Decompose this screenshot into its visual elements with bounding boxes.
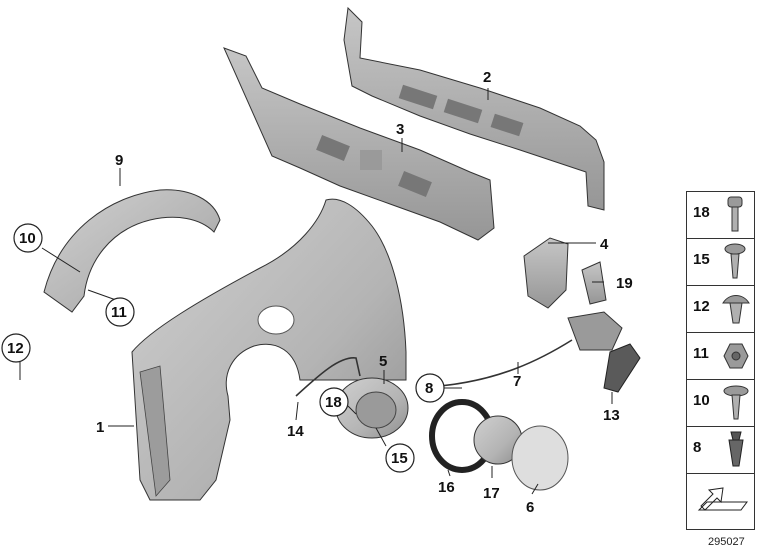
callout-16: 16 [438, 479, 455, 496]
callout-11: 11 [111, 304, 127, 321]
callout-7: 7 [513, 373, 521, 390]
cable-part [439, 339, 573, 387]
fastener-legend: 18 15 12 11 10 8 [686, 191, 755, 530]
callout-13: 13 [603, 407, 620, 424]
callout-8: 8 [425, 380, 433, 397]
legend-label-10: 10 [693, 392, 710, 409]
legend-row-15: 15 [687, 239, 754, 286]
drain-hose-part [295, 357, 361, 397]
wheel-arch-liner-part [43, 189, 221, 313]
legend-label-12: 12 [693, 298, 710, 315]
callout-19: 19 [616, 275, 633, 292]
reinforcement-part [223, 47, 495, 241]
leader-lines [19, 88, 613, 495]
callout-4: 4 [600, 236, 609, 253]
screw-icon [724, 243, 746, 279]
callout-17: 17 [483, 485, 500, 502]
legend-row-8: 8 [687, 427, 754, 474]
nut-icon [723, 343, 749, 369]
lever-part [603, 343, 641, 393]
bracket-19-part [581, 261, 607, 305]
callout-9: 9 [115, 152, 123, 169]
callout-14: 14 [287, 423, 304, 440]
fuel-flap-part [511, 425, 569, 491]
rear-panel-part [343, 6, 605, 211]
legend-row-18: 18 [687, 192, 754, 239]
drawing-number: 295027 [708, 536, 745, 548]
callout-15: 15 [391, 450, 408, 467]
orientation-arrow-icon [697, 487, 748, 511]
callout-10: 10 [19, 230, 36, 247]
bolt-icon [727, 196, 743, 232]
callout-2: 2 [483, 69, 491, 86]
callout-12: 12 [7, 340, 24, 357]
legend-label-18: 18 [693, 204, 710, 221]
bracket-4-part [523, 237, 569, 309]
expanding-rivet-icon [728, 431, 744, 467]
callout-6: 6 [526, 499, 534, 516]
legend-row-10: 10 [687, 380, 754, 427]
washer-screw-icon [723, 385, 749, 420]
callout-1: 1 [96, 419, 104, 436]
callout-3: 3 [396, 121, 404, 138]
legend-row-12: 12 [687, 286, 754, 333]
legend-label-15: 15 [693, 251, 710, 268]
legend-row-11: 11 [687, 333, 754, 380]
callout-5: 5 [379, 353, 387, 370]
side-panel-part [131, 198, 407, 501]
actuator-part [567, 311, 623, 351]
clip-icon [722, 295, 750, 324]
callout-18: 18 [325, 394, 342, 411]
legend-label-8: 8 [693, 439, 702, 456]
legend-label-11: 11 [693, 345, 709, 362]
callout-circles [1, 223, 445, 473]
